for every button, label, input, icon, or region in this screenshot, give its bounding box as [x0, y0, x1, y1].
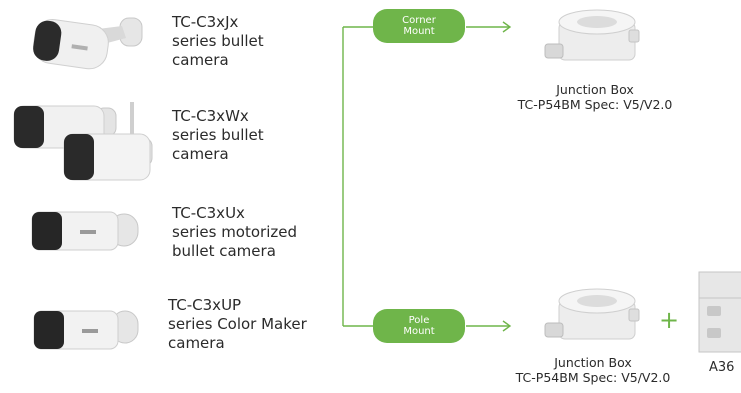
camera-label-line: camera: [172, 51, 229, 69]
pole-mount-adapter-image: [698, 271, 741, 353]
accessory-label: A36: [709, 360, 735, 375]
camera-label-line: camera: [172, 145, 229, 163]
corner-mount-badge: Corner Mount: [373, 9, 465, 43]
camera-label-line: TC-C3xWx: [172, 107, 249, 125]
camera-label-ux: TC-C3xUx series motorized bullet camera: [172, 204, 297, 261]
junction-box-top-label: Junction Box TC-P54BM Spec: V5/V2.0: [500, 82, 690, 112]
camera-label-line: series bullet: [172, 126, 264, 144]
camera-label-line: bullet camera: [172, 242, 276, 260]
camera-label-jx: TC-C3xJx series bullet camera: [172, 13, 264, 70]
junction-box-bottom-spec: TC-P54BM Spec: V5/V2.0: [515, 370, 671, 385]
camera-label-wx: TC-C3xWx series bullet camera: [172, 107, 264, 164]
corner-mount-line1: Corner: [402, 15, 436, 26]
junction-box-bottom-name: Junction Box: [554, 355, 632, 370]
bullet-camera-wx-image: [13, 102, 153, 181]
junction-box-top-image: [544, 9, 640, 61]
camera-label-line: series motorized: [172, 223, 297, 241]
junction-box-bottom-label: Junction Box TC-P54BM Spec: V5/V2.0: [498, 355, 688, 385]
bullet-camera-ux-image: [31, 211, 139, 251]
plus-icon: +: [659, 306, 680, 334]
junction-box-top-name: Junction Box: [556, 82, 634, 97]
bullet-camera-jx-image: [33, 17, 143, 70]
camera-label-line: series bullet: [172, 32, 264, 50]
arrow-corner-head: [502, 21, 512, 33]
junction-box-top-spec: TC-P54BM Spec: V5/V2.0: [517, 97, 673, 112]
camera-label-up: TC-C3xUP series Color Maker camera: [168, 296, 307, 353]
camera-label-line: camera: [168, 334, 225, 352]
corner-mount-line2: Mount: [403, 26, 435, 37]
camera-label-line: TC-C3xUP: [168, 296, 242, 314]
camera-label-line: TC-C3xUx: [172, 204, 245, 222]
pole-mount-line1: Pole: [408, 315, 430, 326]
camera-label-line: series Color Maker: [168, 315, 307, 333]
bullet-camera-up-image: [33, 310, 139, 350]
camera-label-line: TC-C3xJx: [172, 13, 239, 31]
arrow-pole-head: [502, 320, 512, 332]
pole-mount-badge: Pole Mount: [373, 309, 465, 343]
pole-mount-line2: Mount: [403, 326, 435, 337]
junction-box-bottom-image: [544, 288, 640, 340]
